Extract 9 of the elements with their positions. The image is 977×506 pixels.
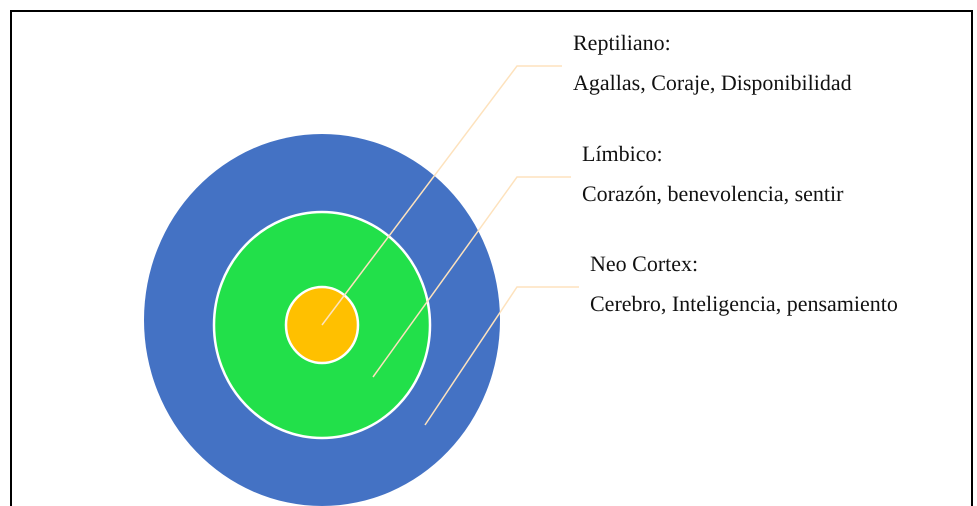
layer-description: Corazón, benevolencia, sentir <box>582 181 844 207</box>
layer-heading: Neo Cortex: <box>590 251 698 277</box>
leader-line <box>372 176 571 378</box>
leader-line <box>424 286 579 426</box>
layer-description: Agallas, Coraje, Disponibilidad <box>573 70 852 96</box>
layer-description: Cerebro, Inteligencia, pensamiento <box>590 291 898 317</box>
layer-heading: Límbico: <box>582 141 663 167</box>
layer-heading: Reptiliano: <box>573 30 671 56</box>
leader-line <box>321 65 562 326</box>
